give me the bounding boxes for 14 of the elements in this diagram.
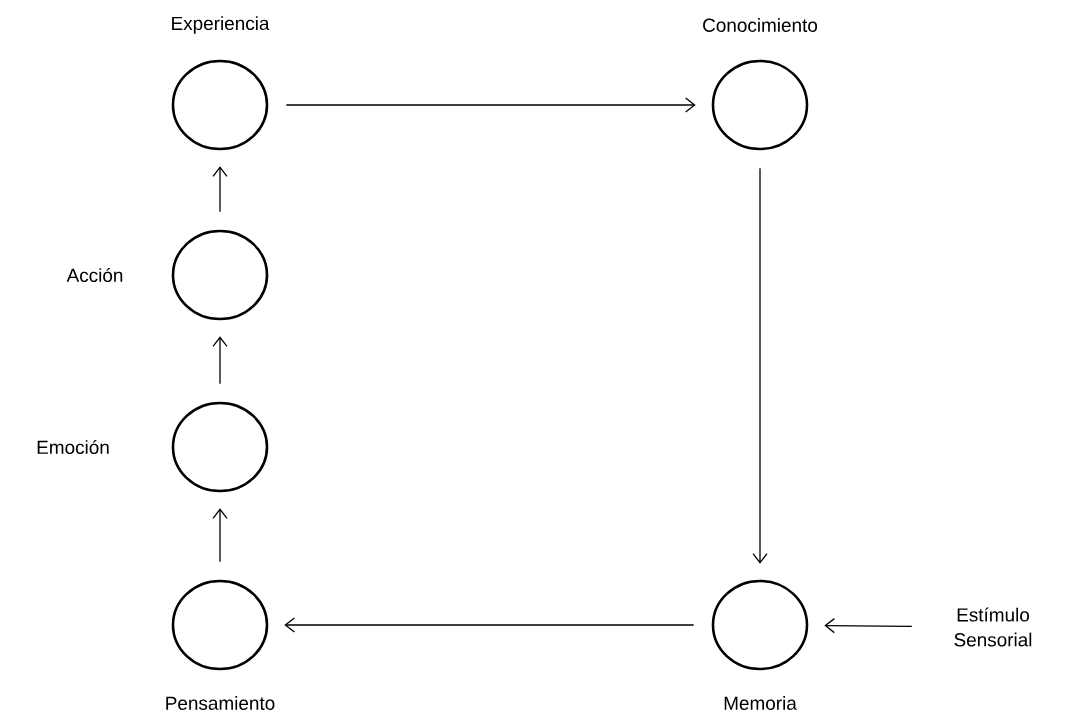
arrow [212, 336, 228, 385]
node-label: Memoria [724, 696, 797, 710]
node-label: Acción [66, 267, 123, 283]
node-label: Pensamiento [166, 696, 275, 710]
arrow [212, 166, 228, 213]
arrow [284, 617, 695, 633]
node-label: Emoción [37, 439, 109, 455]
arrow [212, 508, 228, 563]
arrow [285, 97, 696, 113]
node-label: Conocimiento [703, 18, 818, 32]
arrow [752, 167, 768, 564]
node-label: Estímulo Sensorial [954, 607, 1032, 647]
node-label: Experiencia [172, 16, 270, 34]
arrow [824, 618, 913, 634]
